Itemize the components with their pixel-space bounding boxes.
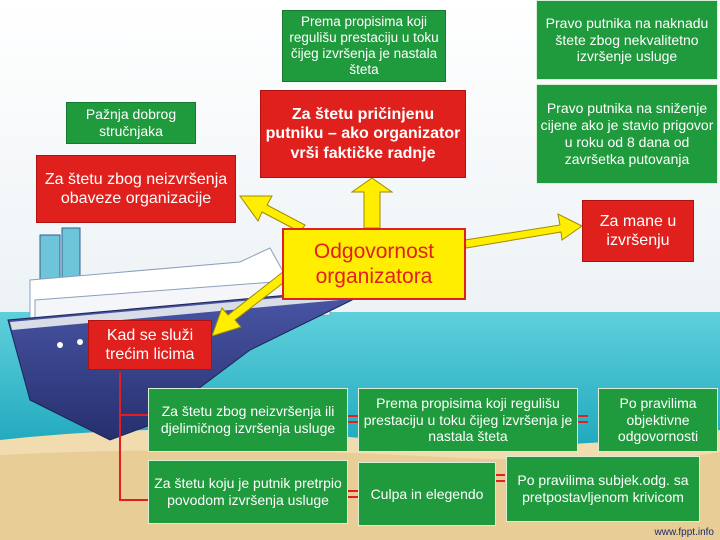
expert-care-box: Pažnja dobrog stručnjaka [66, 102, 196, 144]
right-discount-text: Pravo putnika na sniženje cijene ako je … [540, 100, 714, 167]
center-responsibility-box: Odgovornost organizatora [282, 228, 466, 300]
actual-damage-text: Za štetu pričinjenu putniku – ako organi… [265, 106, 461, 162]
bottom-row-2-middle-text: Culpa in elegendo [370, 485, 484, 502]
connector-lines [119, 372, 588, 501]
bottom-row-1-middle-text: Prema propisima koji regulišu prestaciju… [363, 394, 573, 445]
third-parties-text: Kad se služi trećim licima [105, 326, 195, 363]
center-responsibility-text: Odgovornost organizatora [313, 239, 435, 288]
expert-care-text: Pažnja dobrog stručnjaka [85, 106, 177, 139]
actual-damage-box: Za štetu pričinjenu putniku – ako organi… [260, 90, 466, 178]
organization-damage-text: Za štetu zbog neizvršenja obaveze organi… [44, 170, 228, 207]
regulations-top-text: Prema propisima koji regulišu prestaciju… [289, 13, 439, 78]
defects-text: Za mane u izvršenju [599, 212, 677, 249]
bottom-row-1-right-text: Po pravilima objektivne odgovornosti [617, 394, 699, 445]
defects-box: Za mane u izvršenju [582, 200, 694, 262]
bottom-row-2-left: Za štetu koju je putnik pretrpio povodom… [148, 460, 348, 524]
organization-damage-box: Za štetu zbog neizvršenja obaveze organi… [36, 155, 236, 223]
right-discount-box: Pravo putnika na sniženje cijene ako je … [536, 84, 718, 184]
bottom-row-2-middle: Culpa in elegendo [358, 462, 496, 526]
regulations-top-box: Prema propisima koji regulišu prestaciju… [282, 10, 446, 82]
bottom-row-1-left-text: Za štetu zbog neizvršenja ili djelimično… [160, 403, 336, 436]
right-compensation-text: Pravo putnika na naknadu štete zbog nekv… [545, 14, 709, 65]
third-parties-box: Kad se služi trećim licima [88, 320, 212, 370]
bottom-row-2-right-text: Po pravilima subjek.odg. sa pretpostavlj… [517, 472, 689, 505]
bottom-row-1-middle: Prema propisima koji regulišu prestaciju… [358, 388, 578, 452]
footer-site: www.fppt.info [654, 527, 714, 538]
right-compensation-box: Pravo putnika na naknadu štete zbog nekv… [536, 0, 718, 80]
bottom-row-1-left: Za štetu zbog neizvršenja ili djelimično… [148, 388, 348, 452]
bottom-row-1-right: Po pravilima objektivne odgovornosti [598, 388, 718, 452]
bottom-row-2-right: Po pravilima subjek.odg. sa pretpostavlj… [506, 456, 700, 522]
bottom-row-2-left-text: Za štetu koju je putnik pretrpio povodom… [154, 475, 342, 508]
